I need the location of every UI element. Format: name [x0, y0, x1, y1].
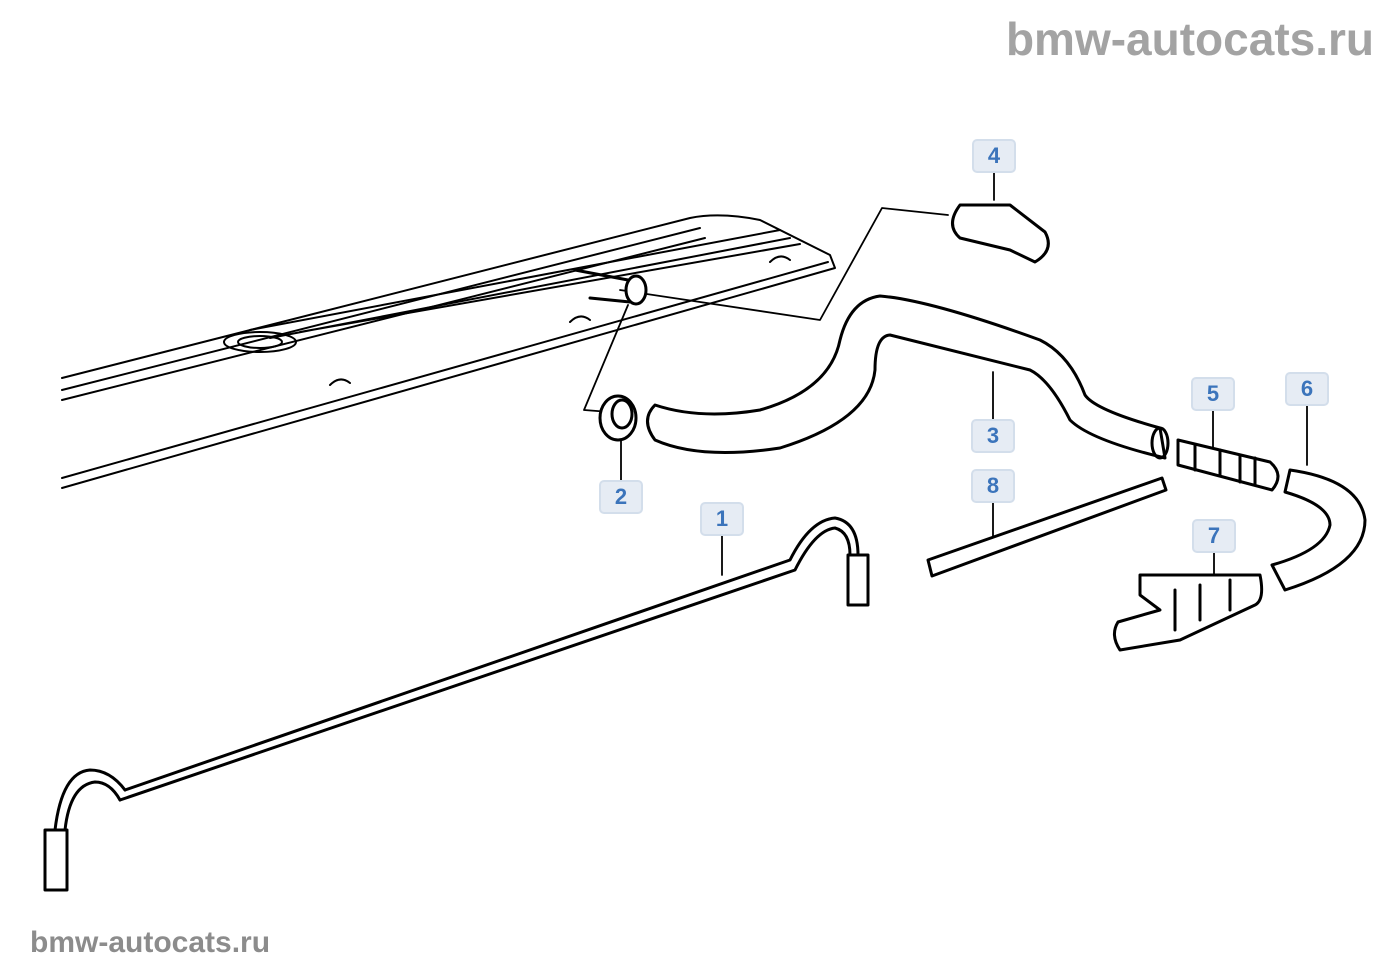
line-1 [43, 516, 870, 892]
callout-8[interactable]: 8 [971, 469, 1015, 503]
callout-7[interactable]: 7 [1192, 519, 1236, 553]
callout-6[interactable]: 6 [1285, 372, 1329, 406]
leader-lines [583, 171, 1308, 586]
callout-5[interactable]: 5 [1191, 377, 1235, 411]
watermark-bottom: bmw-autocats.ru [30, 926, 271, 959]
callout-1[interactable]: 1 [700, 502, 744, 536]
hose-4 [951, 203, 1050, 264]
connector-5 [1176, 438, 1280, 492]
connector-7 [1113, 573, 1264, 652]
hose-connector-top [573, 268, 648, 306]
callout-3[interactable]: 3 [971, 419, 1015, 453]
clamp-2 [598, 394, 638, 442]
valve-cover [61, 214, 836, 489]
hose-6 [1270, 468, 1367, 592]
watermark-top: bmw-autocats.ru [1005, 13, 1374, 65]
pipe-8 [926, 476, 1168, 578]
callout-4[interactable]: 4 [972, 139, 1016, 173]
hose-3 [646, 294, 1170, 460]
callout-2[interactable]: 2 [599, 480, 643, 514]
